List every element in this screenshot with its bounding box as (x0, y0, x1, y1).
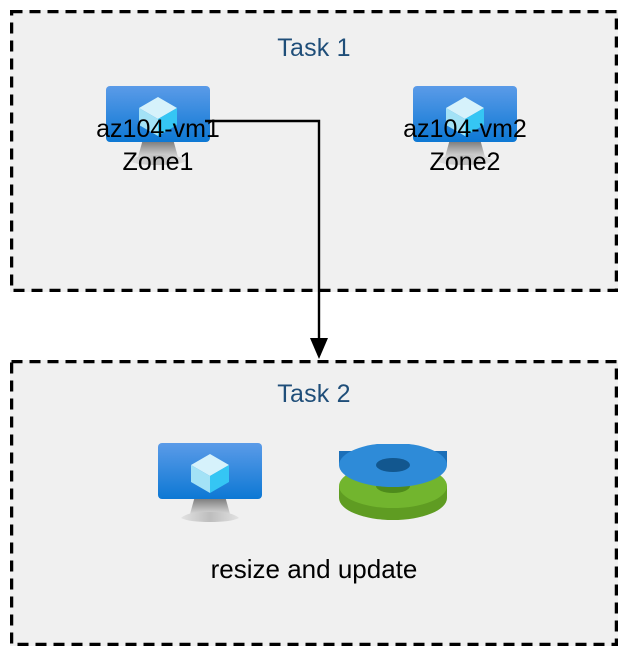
azure-vm-icon-vm1[interactable] (103, 85, 213, 172)
task2-caption: resize and update (210, 554, 418, 584)
task1-container: Task 1 (10, 10, 618, 292)
vm2-zone: Zone2 (429, 148, 501, 176)
task2-title: Task 2 (277, 380, 351, 408)
vm2-name: az104-vm2 (403, 115, 527, 143)
vm1-name: az104-vm1 (96, 115, 220, 143)
azure-vm-icon-task2[interactable] (155, 442, 265, 529)
azure-managed-disks-icon[interactable] (335, 443, 451, 533)
task1-title: Task 1 (277, 34, 351, 62)
vm1-caption: az104-vm1 Zone1 (53, 113, 263, 179)
task2-container: Task 2 (10, 360, 618, 646)
vm2-caption: az104-vm2 Zone2 (360, 113, 570, 179)
azure-vm-icon-vm2[interactable] (410, 85, 520, 172)
vm1-zone: Zone1 (122, 148, 194, 176)
